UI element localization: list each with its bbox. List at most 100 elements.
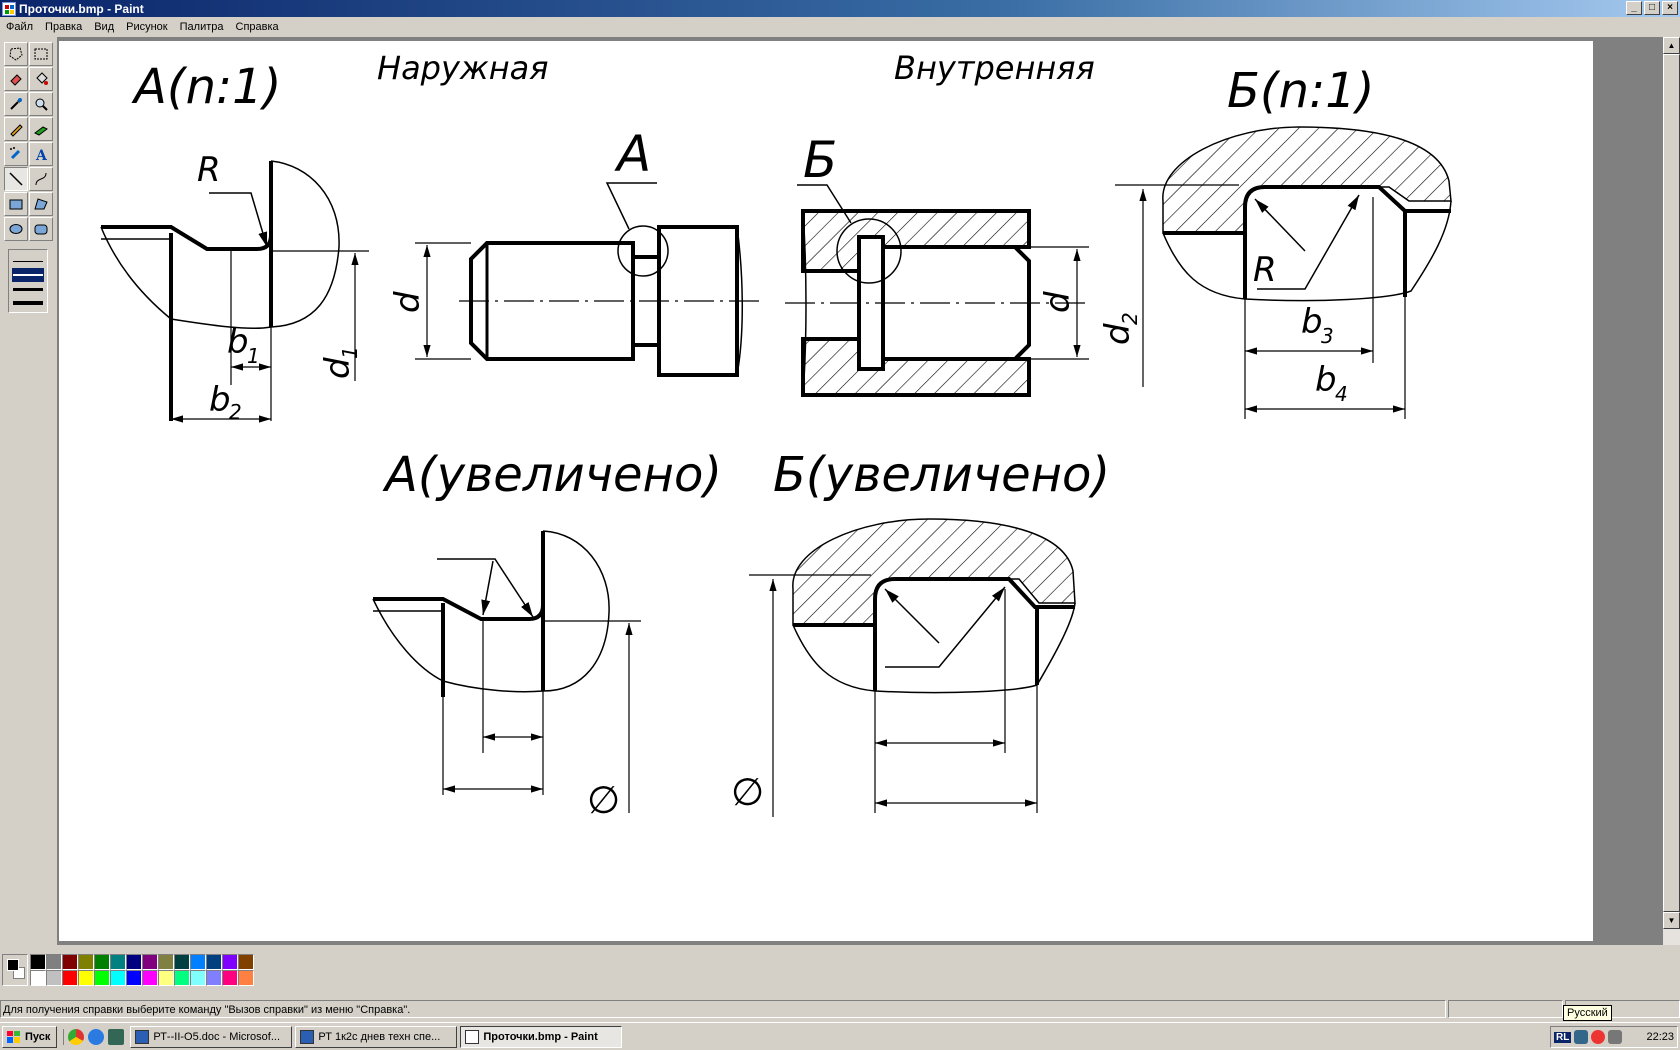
line-width-1[interactable]: [12, 254, 44, 268]
antivirus-icon[interactable]: [1591, 1030, 1606, 1044]
label-detail-a: А(n:1): [131, 59, 281, 115]
scroll-up-arrow-icon[interactable]: ▲: [1663, 37, 1680, 54]
scroll-thumb[interactable]: [1663, 54, 1680, 912]
menu-palette[interactable]: Палитра: [179, 20, 224, 33]
scroll-down-arrow-icon[interactable]: ▼: [1663, 912, 1680, 929]
color-swatch[interactable]: [174, 970, 190, 986]
pencil-tool[interactable]: [4, 117, 28, 141]
current-colors[interactable]: [2, 954, 28, 986]
menu-edit[interactable]: Правка: [45, 20, 83, 33]
task-word-doc[interactable]: РТ--II-О5.doc - Microsof...: [130, 1025, 293, 1048]
menu-image[interactable]: Рисунок: [126, 20, 168, 33]
ellipse-tool[interactable]: [4, 217, 28, 241]
dim-b1-sub: 1: [247, 344, 260, 368]
color-swatch[interactable]: [30, 970, 46, 986]
brush-tool[interactable]: [29, 117, 53, 141]
diameter-symbol-b: ∅: [731, 770, 764, 814]
rectangle-icon: [9, 199, 23, 210]
show-desktop-icon[interactable]: [108, 1028, 125, 1045]
rect-select-tool[interactable]: [29, 42, 53, 66]
color-swatch[interactable]: [142, 954, 158, 970]
task-word-doc-2[interactable]: РТ 1к2с днев техн спе...: [295, 1025, 458, 1048]
internet-explorer-icon[interactable]: [88, 1028, 105, 1045]
color-swatch[interactable]: [62, 970, 78, 986]
color-swatch[interactable]: [110, 970, 126, 986]
color-swatch[interactable]: [238, 970, 254, 986]
line-width-4[interactable]: [12, 296, 44, 310]
rounded-rectangle-tool[interactable]: [29, 217, 53, 241]
close-button[interactable]: ×: [1662, 1, 1678, 15]
free-select-tool[interactable]: [4, 42, 28, 66]
color-swatch[interactable]: [238, 954, 254, 970]
color-picker-tool[interactable]: [4, 92, 28, 116]
airbrush-tool[interactable]: [4, 142, 28, 166]
paint-app-icon[interactable]: [2, 1, 16, 16]
dim-b1: b: [227, 322, 249, 362]
menu-view[interactable]: Вид: [94, 20, 115, 33]
dim-r-right: R: [1253, 250, 1277, 290]
color-swatch[interactable]: [78, 970, 94, 986]
line-width-3[interactable]: [12, 282, 44, 296]
magnifier-icon: [35, 98, 48, 111]
menu-help[interactable]: Справка: [235, 20, 279, 33]
dim-d1-sub: 1: [338, 346, 362, 359]
eraser-tool[interactable]: [4, 67, 28, 91]
brush-icon: [34, 126, 48, 136]
line-icon: [9, 172, 23, 186]
color-swatch[interactable]: [62, 954, 78, 970]
magnifier-tool[interactable]: [29, 92, 53, 116]
canvas-area: А(n:1) Наружная Внутренняя Б(n:1): [57, 37, 1663, 945]
color-swatch[interactable]: [206, 970, 222, 986]
start-button[interactable]: Пуск: [2, 1025, 58, 1048]
a-enlarged-drawing: [372, 530, 641, 813]
vertical-scrollbar[interactable]: ▲ ▼: [1663, 37, 1680, 945]
fill-tool[interactable]: [29, 67, 53, 91]
text-tool[interactable]: A: [29, 142, 53, 166]
foreground-color[interactable]: [7, 959, 19, 971]
color-swatch[interactable]: [126, 970, 142, 986]
color-swatch[interactable]: [158, 970, 174, 986]
title-bar[interactable]: Проточки.bmp - Paint _ □ ×: [0, 0, 1680, 17]
color-swatch[interactable]: [126, 954, 142, 970]
text-a-icon: A: [35, 148, 48, 162]
color-swatch[interactable]: [46, 970, 62, 986]
color-swatch[interactable]: [190, 970, 206, 986]
dim-d-inner: d: [1038, 291, 1078, 313]
language-indicator[interactable]: RL: [1554, 1031, 1572, 1043]
color-swatch[interactable]: [30, 954, 46, 970]
color-swatch[interactable]: [110, 954, 126, 970]
network-icon[interactable]: [1574, 1030, 1589, 1044]
color-swatch[interactable]: [174, 954, 190, 970]
toolbox: A: [2, 40, 54, 910]
chrome-icon[interactable]: [68, 1028, 85, 1045]
rectangle-tool[interactable]: [4, 192, 28, 216]
color-swatch[interactable]: [94, 954, 110, 970]
line-tool[interactable]: [4, 167, 28, 191]
dim-b4-sub: 4: [1335, 382, 1348, 406]
task-paint[interactable]: Проточки.bmp - Paint: [460, 1025, 623, 1048]
ellipse-icon: [9, 224, 23, 234]
volume-icon[interactable]: [1608, 1030, 1623, 1044]
minimize-button[interactable]: _: [1626, 1, 1642, 15]
color-swatch[interactable]: [46, 954, 62, 970]
maximize-button[interactable]: □: [1644, 1, 1660, 15]
callout-b: Б: [803, 131, 837, 189]
diameter-symbol-a: ∅: [587, 778, 620, 822]
curve-tool[interactable]: [29, 167, 53, 191]
color-swatch[interactable]: [206, 954, 222, 970]
drawing-canvas[interactable]: А(n:1) Наружная Внутренняя Б(n:1): [59, 41, 1593, 941]
color-palette: [0, 948, 1680, 998]
color-swatch[interactable]: [142, 970, 158, 986]
curve-icon: [35, 172, 47, 186]
color-swatch[interactable]: [222, 970, 238, 986]
dim-d2: d: [1098, 323, 1138, 345]
menu-file[interactable]: Файл: [6, 20, 34, 33]
word-doc-icon: [135, 1029, 150, 1044]
color-swatch[interactable]: [78, 954, 94, 970]
line-width-2[interactable]: [12, 268, 44, 282]
color-swatch[interactable]: [190, 954, 206, 970]
color-swatch[interactable]: [222, 954, 238, 970]
color-swatch[interactable]: [158, 954, 174, 970]
color-swatch[interactable]: [94, 970, 110, 986]
polygon-tool[interactable]: [29, 192, 53, 216]
